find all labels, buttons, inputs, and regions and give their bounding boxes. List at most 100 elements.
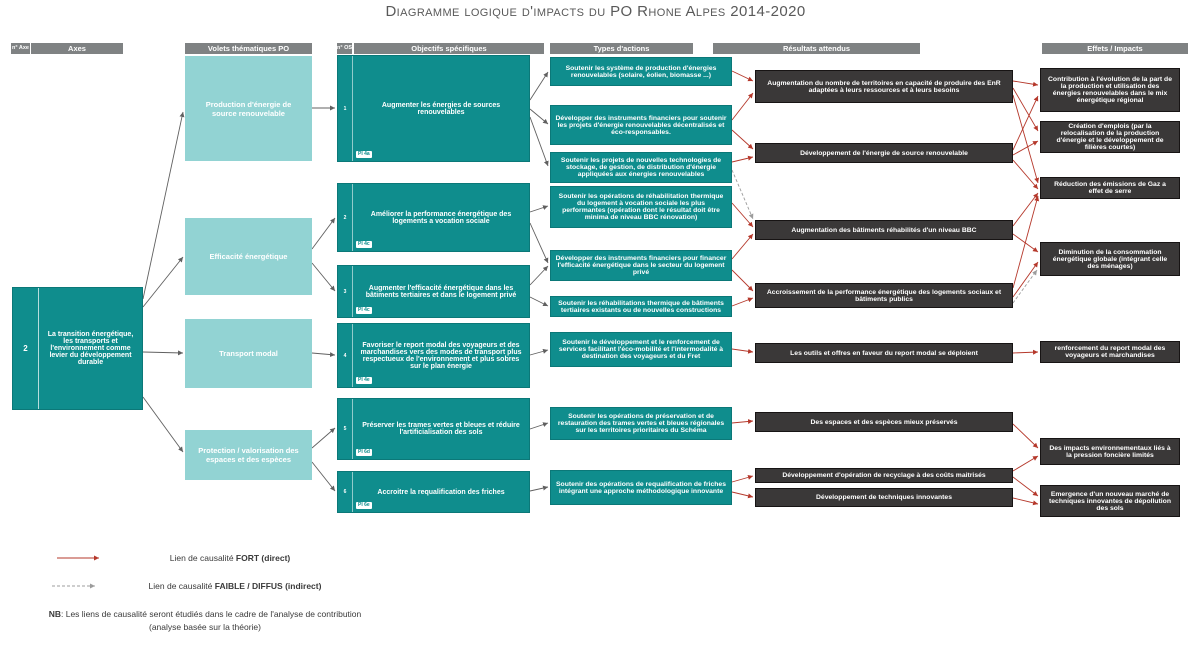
volet-box-production-enr: Production d'énergie de source renouvela… [185,56,312,161]
action-label: Soutenir les projets de nouvelles techno… [560,157,722,178]
os-box-6: 6 Accroitre la requalification des frich… [337,471,530,513]
column-header-axis-number: n° Axe [11,43,30,54]
action-box-4: Soutenir les opérations de réhabilitatio… [550,186,732,228]
column-header-resultats: Résultats attendus [713,43,920,54]
impact-label: Des impacts environnementaux liés à la p… [1049,444,1171,459]
os-label: Augmenter les énergies de sources renouv… [381,101,501,116]
impact-box-4: Diminution de la consommation énergétiqu… [1040,242,1180,276]
column-header-os-number: n° OS [337,43,352,54]
legend-arrows [52,555,99,589]
column-header-objectifs: Objectifs spécifiques [354,43,544,54]
legend-strong-label: Lien de causalité FORT (direct) [125,553,335,563]
action-label: Soutenir des opérations de requalificati… [556,480,726,495]
os-number: 3 [338,266,353,317]
page-title: Diagramme logique d'impacts du PO Rhone … [385,3,806,20]
volet-to-os-links [311,105,336,492]
column-header-effets: Effets / Impacts [1042,43,1188,54]
action-label: Soutenir les réhabilitations thermique d… [558,299,724,314]
os-to-action-links [529,71,549,492]
os-label: Accroitre la requalification des friches [377,488,505,496]
result-label: Accroissement de la performance énergéti… [766,288,1002,303]
column-header-volets: Volets thématiques PO [185,43,312,54]
result-box-5: Les outils et offres en faveur du report… [755,343,1013,363]
volet-box-transport-modal: Transport modal [185,319,312,388]
impact-box-5: renforcement du report modal des voyageu… [1040,341,1180,363]
impact-label: renforcement du report modal des voyageu… [1054,345,1166,359]
action-box-8: Soutenir les opérations de préservation … [550,407,732,440]
impact-label: Emergence d'un nouveau marché de techniq… [1049,490,1171,512]
axis-box: 2 La transition énergétique, les transpo… [12,287,143,410]
os-label: Augmenter l'efficacité énergétique dans … [365,284,517,299]
action-box-9: Soutenir des opérations de requalificati… [550,470,732,505]
axis-to-volet-links [142,111,185,453]
impact-box-6: Des impacts environnementaux liés à la p… [1040,438,1180,465]
volet-box-efficacite-energetique: Efficacité énergétique [185,218,312,295]
result-box-6: Des espaces et des espèces mieux préserv… [755,412,1013,432]
os-box-1: 1 Augmenter les énergies de sources reno… [337,55,530,162]
os-label: Améliorer la performance énergétique des… [370,210,512,225]
os-label: Favoriser le report modal des voyageurs … [360,341,522,370]
result-label: Les outils et offres en faveur du report… [790,349,978,357]
column-header-actions: Types d'actions [550,43,693,54]
os-number: 5 [338,399,353,459]
legend-strong-prefix: Lien de causalité [169,553,236,563]
result-label: Développement de techniques innovantes [816,494,952,501]
os-priority-badge: PI 4a [356,151,372,158]
impact-box-1: Contribution à l'évolution de la part de… [1040,68,1180,112]
result-label: Des espaces et des espèces mieux préserv… [810,418,958,426]
result-box-3: Augmentation des bâtiments réhabilités d… [755,220,1013,240]
volet-label: Efficacité énergétique [209,252,288,261]
impact-box-3: Réduction des émissions de Gaz a effet d… [1040,177,1180,199]
result-to-impact-links [1012,80,1040,506]
os-priority-badge: PI 4e [356,377,372,384]
volet-label: Production d'énergie de source renouvela… [205,99,292,118]
legend-strong-bold: FORT (direct) [235,553,291,563]
os-box-2: 2 Améliorer la performance énergétique d… [337,183,530,252]
legend-nb-bold: NB [48,609,61,619]
result-label: Développement d'opération de recyclage à… [782,472,986,479]
action-label: Développer des instruments financiers po… [555,114,727,136]
os-number: 6 [338,472,353,512]
impact-label: Contribution à l'évolution de la part de… [1048,76,1172,104]
action-label: Soutenir le développement et le renforce… [558,339,724,360]
result-box-8: Développement de techniques innovantes [755,488,1013,507]
axis-label: La transition énergétique, les transport… [47,331,134,366]
os-number: 4 [338,324,353,387]
os-box-4: 4 Favoriser le report modal des voyageur… [337,323,530,388]
action-label: Développer des instruments financiers po… [555,255,727,276]
action-label: Soutenir les opérations de préservation … [557,413,725,434]
os-priority-badge: PI 4c [356,241,372,248]
result-label: Augmentation du nombre de territoires en… [767,79,1001,94]
action-to-result-links [731,70,754,499]
impact-label: Création d'emplois (par la relocalisatio… [1056,123,1164,151]
legend-weak-bold: FAIBLE / DIFFUS (indirect) [214,581,322,591]
result-box-4: Accroissement de la performance énergéti… [755,283,1013,308]
result-box-2: Développement de l'énergie de source ren… [755,143,1013,163]
legend-nb-text: : Les liens de causalité seront étudiés … [61,609,362,632]
action-box-5: Développer des instruments financiers po… [550,250,732,281]
result-label: Augmentation des bâtiments réhabilités d… [791,226,977,234]
volet-label: Transport modal [219,349,278,358]
action-box-3: Soutenir les projets de nouvelles techno… [550,152,732,183]
impact-label: Diminution de la consommation énergétiqu… [1052,248,1168,270]
action-label: Soutenir les opérations de réhabilitatio… [558,193,724,221]
result-box-7: Développement d'opération de recyclage à… [755,468,1013,483]
os-box-5: 5 Préserver les trames vertes et bleues … [337,398,530,460]
result-label: Développement de l'énergie de source ren… [800,149,968,157]
column-header-axes: Axes [31,43,123,54]
action-box-7: Soutenir le développement et le renforce… [550,332,732,367]
action-box-1: Soutenir les système de production d'éne… [550,57,732,86]
result-box-1: Augmentation du nombre de territoires en… [755,70,1013,103]
impact-box-7: Emergence d'un nouveau marché de techniq… [1040,485,1180,517]
action-label: Soutenir les système de production d'éne… [565,64,717,79]
os-priority-badge: PI 6e [356,502,372,509]
volet-box-protection-espaces: Protection / valorisation des espaces et… [185,430,312,480]
impact-box-2: Création d'emplois (par la relocalisatio… [1040,121,1180,153]
os-label: Préserver les trames vertes et bleues et… [362,422,520,436]
legend-weak-prefix: Lien de causalité [148,581,215,591]
axis-number: 2 [13,288,39,409]
os-number: 1 [338,56,353,161]
action-box-6: Soutenir les réhabilitations thermique d… [550,296,732,317]
volet-label: Protection / valorisation des espaces et… [198,446,299,464]
